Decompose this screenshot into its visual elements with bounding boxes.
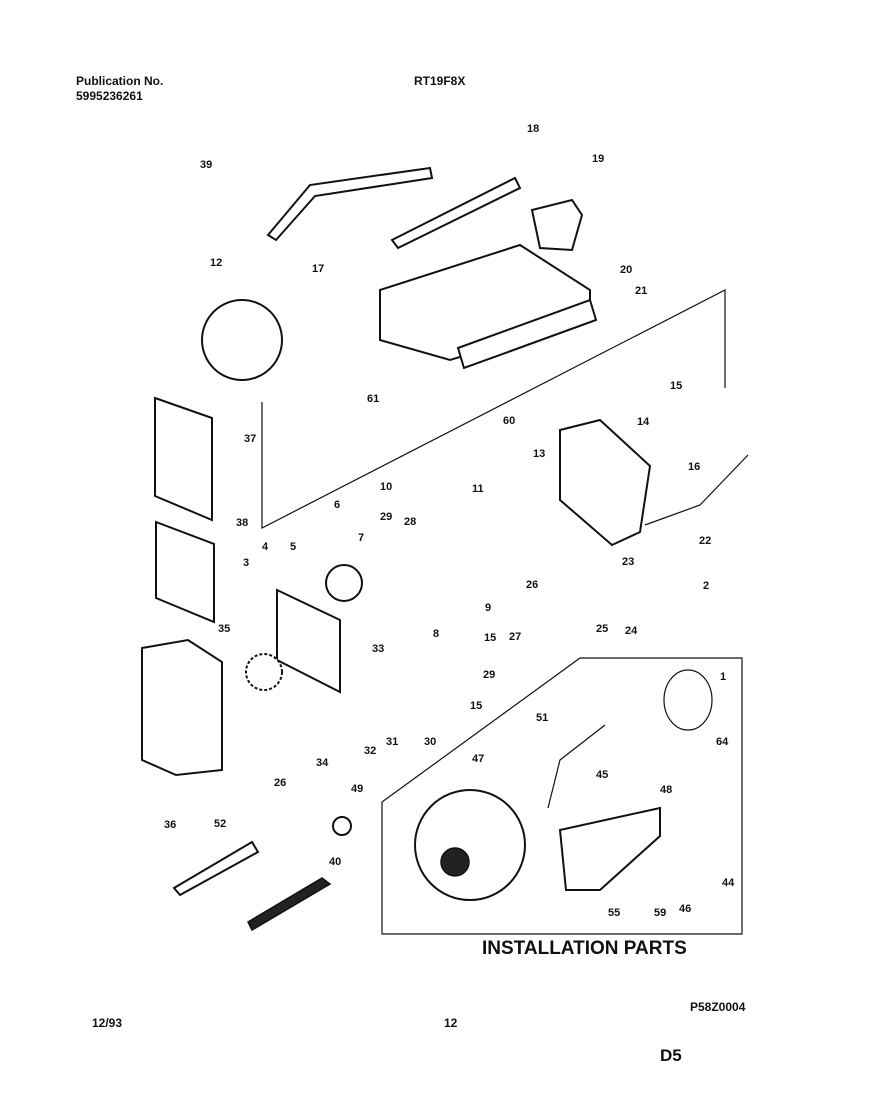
- part-label: 7: [358, 532, 364, 544]
- grommet-part: [332, 816, 352, 836]
- manual-part: [154, 396, 213, 522]
- part-label: 11: [472, 483, 484, 495]
- cord-part: [663, 669, 713, 731]
- part-label: 23: [622, 556, 634, 568]
- publication-label: Publication No.: [76, 74, 164, 88]
- part-label: 3: [243, 557, 249, 569]
- part-label: 12: [210, 257, 222, 269]
- part-label: 5: [290, 541, 296, 553]
- part-label: 1: [720, 671, 726, 683]
- part-label: 24: [625, 625, 638, 637]
- tube-part: [172, 840, 260, 897]
- part-label: 37: [244, 433, 256, 445]
- part-label: 39: [200, 159, 212, 171]
- publication-number: 5995236261: [76, 89, 143, 103]
- part-label: 61: [367, 393, 379, 405]
- stripper-part: [530, 198, 584, 252]
- part-label: 17: [312, 263, 324, 275]
- part-label: 15: [484, 632, 496, 644]
- part-label: 4: [262, 541, 269, 553]
- part-label: 26: [526, 579, 538, 591]
- part-label: 10: [380, 481, 392, 493]
- part-label: 19: [592, 153, 604, 165]
- part-label: 36: [164, 819, 176, 831]
- part-label: 30: [424, 736, 436, 748]
- part-label: 21: [635, 285, 647, 297]
- part-label: 47: [472, 753, 484, 765]
- part-label: 49: [351, 783, 363, 795]
- part-label: 35: [218, 623, 230, 635]
- part-label: 28: [404, 516, 416, 528]
- part-label: 25: [596, 623, 608, 635]
- group-outline: [261, 289, 726, 529]
- part-label: 6: [334, 499, 340, 511]
- part-label: 15: [670, 380, 682, 392]
- part-label: 51: [536, 712, 548, 724]
- strip-part: [247, 877, 332, 932]
- part-label: 27: [509, 631, 521, 643]
- part-label: 45: [596, 769, 608, 781]
- part-label: 33: [372, 643, 384, 655]
- part-label: 59: [654, 907, 666, 919]
- page-number: 12: [444, 1016, 458, 1030]
- ejector-part: [390, 176, 522, 250]
- part-label: 38: [236, 517, 248, 529]
- part-label: 40: [329, 856, 341, 868]
- part-label: 29: [380, 511, 392, 523]
- part-label: 2: [703, 580, 709, 592]
- part-label: 8: [433, 628, 439, 640]
- part-label: 14: [637, 416, 650, 428]
- part-label: 46: [679, 903, 691, 915]
- part-label: 34: [316, 757, 329, 769]
- part-label: 22: [699, 535, 711, 547]
- mounting-plate-part: [276, 588, 341, 694]
- model-number: RT19F8X: [414, 74, 466, 88]
- part-label: 15: [470, 700, 482, 712]
- part-label: 32: [364, 745, 376, 757]
- installation-parts-outline: [381, 657, 743, 935]
- shutoff-arm-part: [644, 454, 749, 526]
- part-label: 9: [485, 602, 491, 614]
- drawing-id: P58Z0004: [690, 1000, 746, 1014]
- section-title: INSTALLATION PARTS: [482, 938, 687, 959]
- fill-tube-part: [266, 166, 434, 242]
- part-label: 18: [527, 123, 539, 135]
- control-housing-part: [559, 418, 652, 547]
- valve-coil-detail: [440, 847, 470, 877]
- gear-part: [245, 653, 283, 691]
- footer-date: 12/93: [92, 1016, 123, 1030]
- motor-part: [325, 564, 363, 602]
- part-label: 29: [483, 669, 495, 681]
- section-code: D5: [660, 1046, 682, 1065]
- part-label: 64: [716, 736, 729, 748]
- part-label: 13: [533, 448, 545, 460]
- water-valve-part: [558, 806, 661, 891]
- part-label: 48: [660, 784, 672, 796]
- valve-detail: [414, 789, 526, 901]
- cover-part: [141, 638, 223, 777]
- wire-harness-detail: [201, 299, 283, 381]
- shield-part: [456, 298, 598, 370]
- hose-part: [547, 724, 606, 809]
- part-label: 55: [608, 907, 620, 919]
- installation-instructions-part: [155, 520, 215, 624]
- part-label: 31: [386, 736, 398, 748]
- part-label: 60: [503, 415, 515, 427]
- part-label: 16: [688, 461, 700, 473]
- part-label: 26: [274, 777, 286, 789]
- part-label: 52: [214, 818, 226, 830]
- part-label: 44: [722, 877, 735, 889]
- part-label: 20: [620, 264, 632, 276]
